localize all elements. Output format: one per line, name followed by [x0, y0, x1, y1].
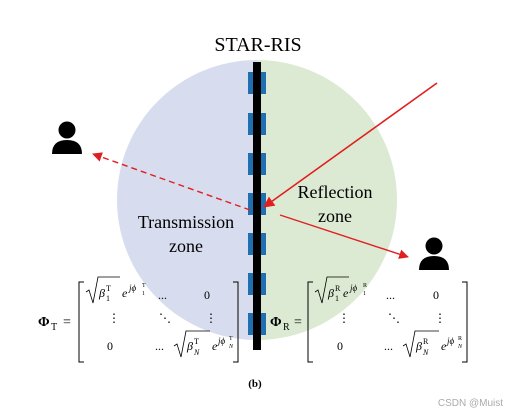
entry-phase-subscript: N [228, 344, 234, 350]
matrix-subscript: R [283, 322, 290, 333]
ris-element [248, 113, 253, 135]
matrix-entry-2-1: ⋮ [108, 311, 120, 325]
matrix-equals: = [63, 315, 71, 330]
ris-element [248, 233, 253, 255]
matrix-entry-1-2: ... [158, 288, 167, 302]
star-ris-surface [253, 62, 261, 350]
matrix-entry-2-1: ⋮ [338, 311, 350, 325]
ris-element [261, 113, 266, 135]
reflection-zone-label-line1: Reflection [298, 182, 373, 202]
ris-element [261, 313, 266, 335]
entry-subscript: N [193, 348, 200, 357]
matrix-entry-2-2: ⋱ [388, 311, 400, 325]
transmitted-ray [92, 152, 251, 211]
entry-subscript: 1 [335, 294, 339, 303]
matrix-entry-1-3: 0 [433, 288, 439, 302]
matrix-right-bracket [462, 281, 468, 363]
ris-element [248, 313, 253, 335]
sqrt-radical [85, 276, 120, 304]
matrix-entry-3-3: β [186, 339, 193, 353]
ris-element [248, 153, 253, 175]
matrix-equals: = [294, 315, 302, 330]
matrix-entry-2-3: ⋮ [205, 311, 217, 325]
entry-phase-superscript: T [229, 336, 233, 342]
ris-element [248, 273, 253, 295]
entry-exponential: e [343, 286, 349, 300]
entry-phase-subscript: N [457, 344, 463, 350]
user-icon [52, 121, 82, 154]
entry-superscript: R [423, 337, 429, 346]
reflected-ray [279, 214, 409, 259]
entry-superscript: T [194, 337, 199, 346]
entry-superscript: T [106, 284, 111, 293]
transmission-zone-label-line2: zone [169, 236, 203, 256]
matrix-entry-2-3: ⋮ [434, 311, 446, 325]
transmission-matrix: Φ T = β 1 T e jϕ 1 T ... 0 ⋮ ⋱ ⋮ 0 ... β… [38, 276, 239, 363]
matrix-entry-1-3: 0 [204, 288, 210, 302]
incident-ray [263, 82, 438, 208]
ris-element [248, 193, 253, 215]
user-icon [419, 237, 449, 270]
matrix-symbol: Φ [270, 315, 282, 330]
matrix-entry-3-1: 0 [107, 339, 113, 353]
matrix-entry-1-1: β [327, 286, 334, 300]
matrix-left-bracket [78, 281, 84, 363]
entry-phase-superscript: R [363, 283, 367, 289]
figure-caption: (b) [248, 378, 262, 390]
entry-exponential: e [441, 339, 447, 353]
ris-element [261, 153, 266, 175]
ris-element [248, 72, 253, 94]
reflection-zone-label-line2: zone [318, 206, 352, 226]
entry-subscript: N [422, 348, 429, 357]
entry-phase: jϕ [217, 336, 226, 346]
entry-superscript: R [335, 284, 341, 293]
matrix-entry-1-1: β [98, 286, 105, 300]
matrix-entry-3-2: ... [155, 339, 164, 353]
matrix-entry-3-1: 0 [337, 339, 343, 353]
ris-element [261, 193, 266, 215]
ris-element [261, 72, 266, 94]
ris-element [261, 233, 266, 255]
matrix-symbol: Φ [38, 315, 50, 330]
entry-phase-subscript: 1 [363, 291, 366, 297]
reflection-matrix: Φ R = β 1 R e jϕ 1 R ... 0 ⋮ ⋱ ⋮ 0 ... β… [270, 276, 468, 363]
matrix-left-bracket [307, 281, 313, 363]
entry-exponential: e [122, 286, 128, 300]
matrix-entry-3-2: ... [384, 339, 393, 353]
entry-exponential: e [212, 339, 218, 353]
sqrt-radical [314, 276, 349, 304]
matrix-right-bracket [233, 281, 239, 363]
sqrt-radical [173, 330, 210, 358]
watermark: CSDN @Muist [438, 398, 503, 409]
diagram-title: STAR-RIS [214, 34, 301, 56]
transmission-zone-region [117, 60, 257, 340]
entry-phase-subscript: 1 [142, 291, 145, 297]
entry-subscript: 1 [106, 294, 110, 303]
sqrt-radical [402, 330, 439, 358]
entry-phase: jϕ [349, 283, 358, 293]
reflection-zone-region [257, 60, 397, 340]
matrix-entry-1-2: ... [386, 288, 395, 302]
entry-phase: jϕ [128, 283, 137, 293]
transmission-zone-label-line1: Transmission [138, 212, 234, 232]
matrix-subscript: T [51, 322, 57, 333]
entry-phase-superscript: T [142, 283, 146, 289]
entry-phase-superscript: R [458, 336, 462, 342]
matrix-entry-2-2: ⋱ [159, 311, 171, 325]
matrix-entry-3-3: β [415, 339, 422, 353]
ris-element [261, 273, 266, 295]
entry-phase: jϕ [446, 336, 455, 346]
